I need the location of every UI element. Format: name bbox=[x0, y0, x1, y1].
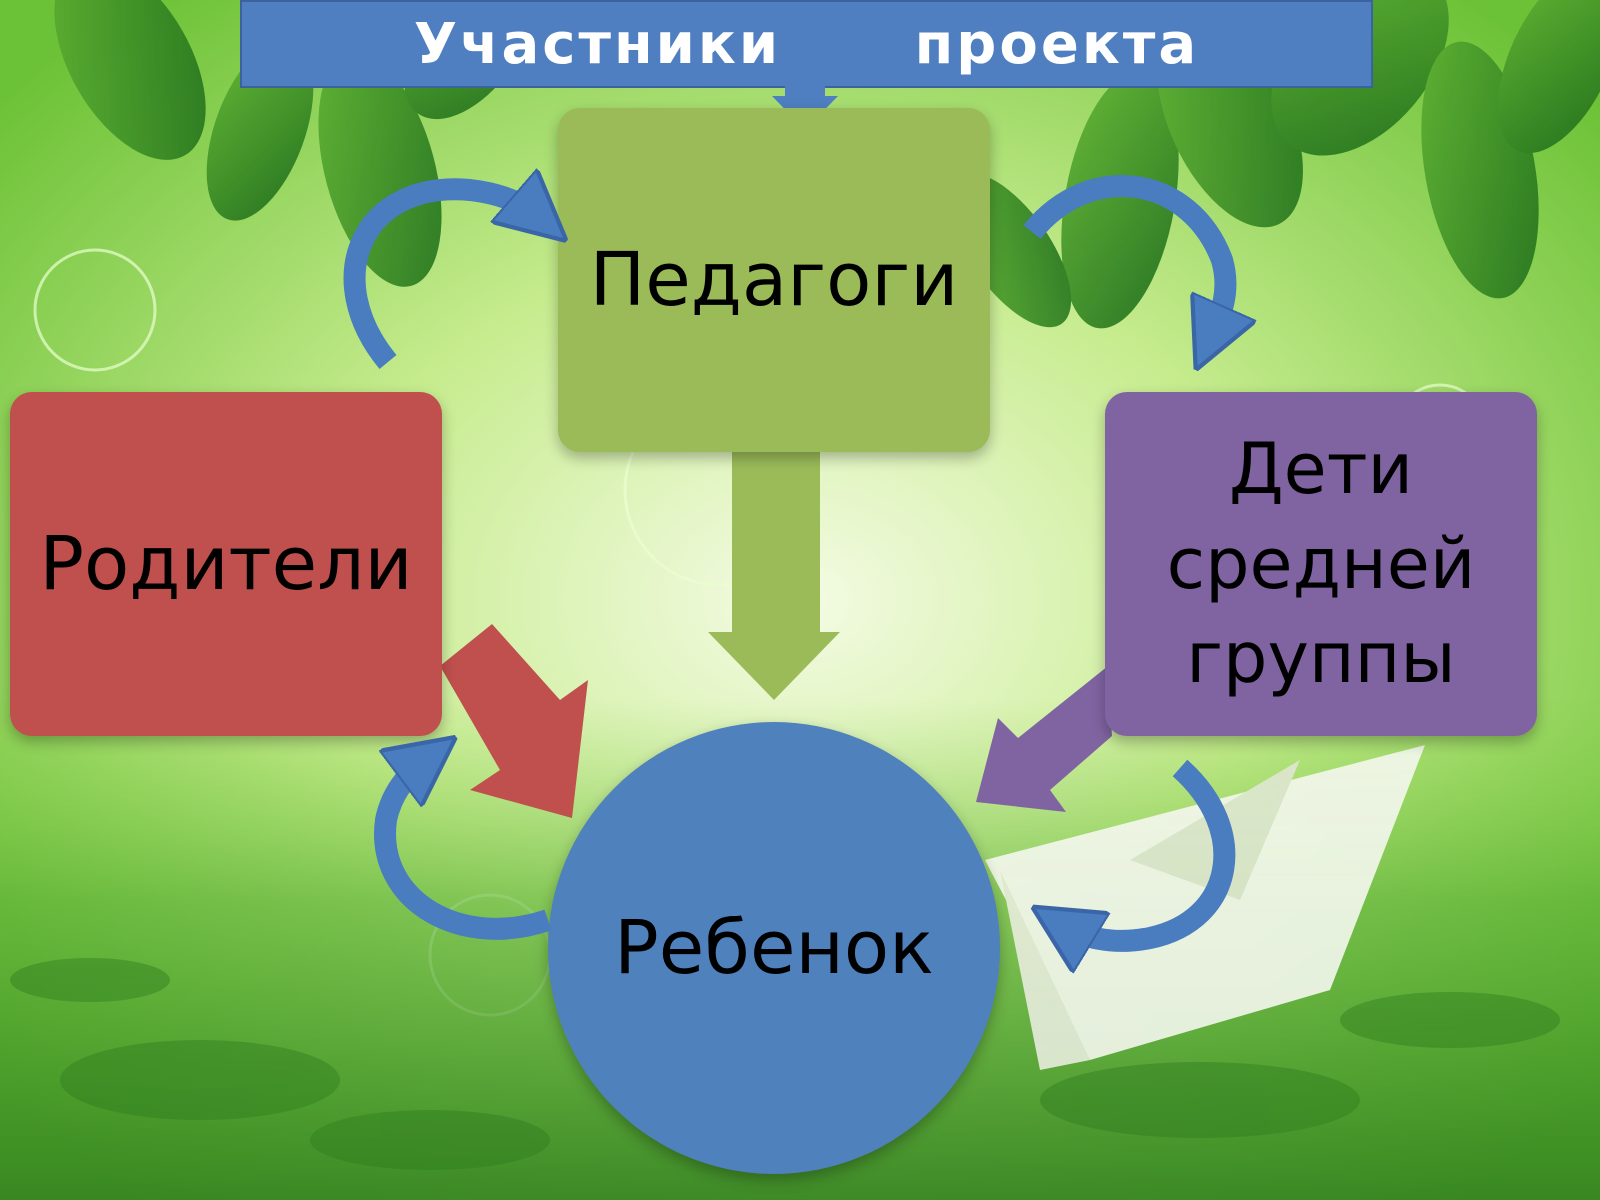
diagram-title: Участники проекта bbox=[240, 0, 1373, 88]
node-child-label: Ребенок bbox=[614, 905, 934, 991]
node-parents-label: Родители bbox=[39, 521, 413, 607]
node-children-group: Дети средней группы bbox=[1105, 392, 1537, 736]
node-parents: Родители bbox=[10, 392, 442, 736]
node-child: Ребенок bbox=[548, 722, 1000, 1174]
node-children-group-label: Дети средней группы bbox=[1166, 428, 1476, 700]
node-teachers: Педагоги bbox=[558, 108, 990, 452]
node-teachers-label: Педагоги bbox=[589, 237, 959, 323]
